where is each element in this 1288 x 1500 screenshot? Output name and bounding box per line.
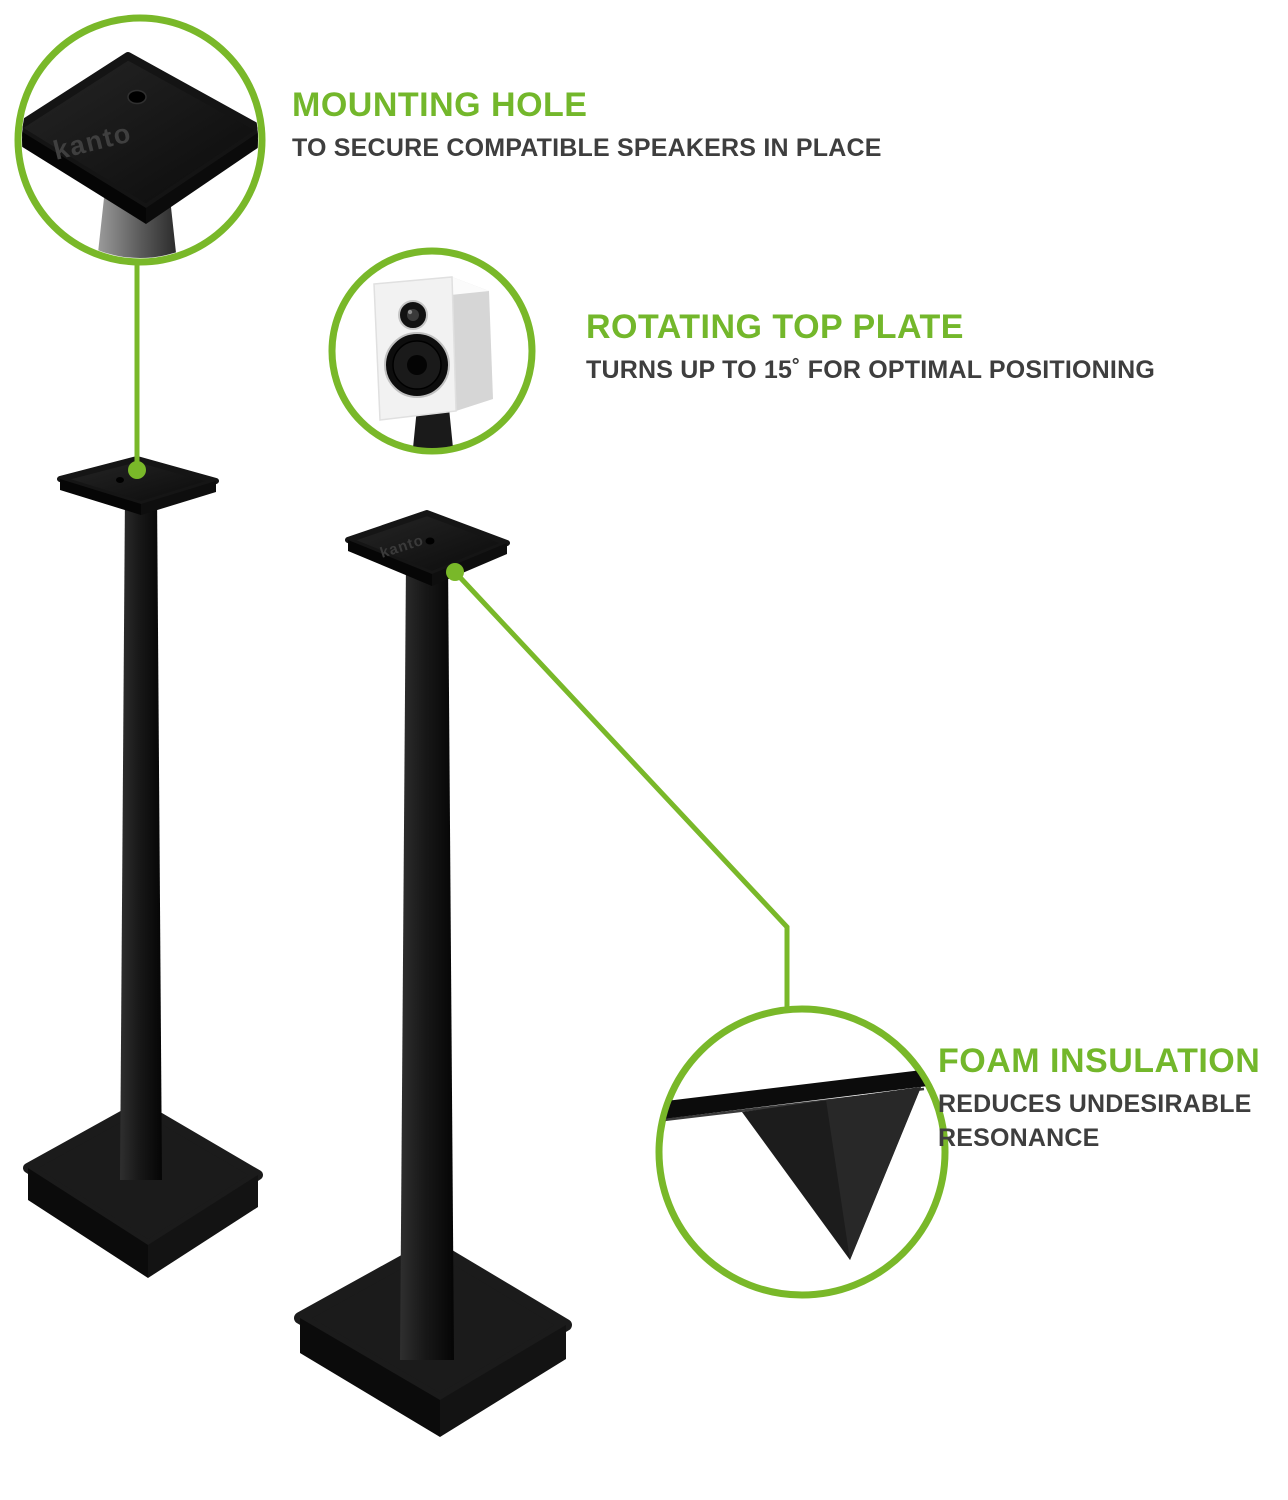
- speaker-side-panel: [452, 277, 493, 411]
- callout-subtitle-rotating-top-plate: TURNS UP TO 15˚ FOR OPTIMAL POSITIONING: [586, 356, 1155, 385]
- left-stand-top-plate-edge-left: [60, 479, 141, 515]
- speaker-woofer-dustcap: [407, 355, 427, 375]
- callout-circle-foam-insulation: [655, 1005, 949, 1299]
- leader-line-mounting-hole: [128, 265, 146, 479]
- detail-mounting-hole: [127, 89, 147, 105]
- foam-insulation-callout-dot: [446, 563, 464, 581]
- detail-plate-underside-bar: [662, 1070, 928, 1119]
- left-stand-mounting-hole: [116, 477, 124, 483]
- right-stand-base-front-left: [300, 1318, 440, 1437]
- left-stand-base-front-left: [28, 1168, 148, 1278]
- foam-insulation-circle-content: [662, 1070, 928, 1260]
- detail-stand-pole: [413, 408, 453, 448]
- callout-rotating-top-plate: ROTATING TOP PLATE TURNS UP TO 15˚ FOR O…: [586, 308, 1155, 388]
- right-stand-mounting-hole: [425, 537, 435, 545]
- foam-insulation-leader-segment: [453, 570, 790, 1010]
- detail-foam-wedge-face: [826, 1087, 921, 1260]
- mounting-hole-circle-content: kanto: [22, 52, 258, 258]
- left-stand-base-front-right: [148, 1175, 258, 1278]
- right-stand-base-front-right: [440, 1325, 566, 1437]
- detail-top-plate-edge-right: [146, 130, 258, 224]
- callout-circle-mounting-hole: kanto: [14, 14, 266, 266]
- right-stand-top-plate-edge-left: [348, 540, 432, 586]
- detail-top-plate-edge-left: [22, 128, 146, 224]
- callout-circle-rotating-top-plate: [328, 247, 536, 455]
- left-stand-column: [120, 492, 162, 1180]
- right-speaker-stand: kanto: [294, 510, 572, 1437]
- callout-foam-insulation: FOAM INSULATION REDUCES UNDESIRABLE RESO…: [938, 1042, 1288, 1155]
- speaker-tweeter-highlight: [407, 309, 413, 315]
- callout-title-foam-insulation: FOAM INSULATION: [938, 1042, 1261, 1080]
- right-stand-column: [400, 560, 454, 1360]
- callout-subtitle-mounting-hole: TO SECURE COMPATIBLE SPEAKERS IN PLACE: [292, 134, 882, 163]
- left-speaker-stand: [23, 456, 263, 1278]
- callout-title-mounting-hole: MOUNTING HOLE: [292, 86, 588, 124]
- callout-mounting-hole: MOUNTING HOLE TO SECURE COMPATIBLE SPEAK…: [292, 86, 882, 166]
- detail-top-plate-surface: [22, 52, 258, 212]
- rotating-top-plate-circle-content: [373, 276, 493, 448]
- callout-title-rotating-top-plate: ROTATING TOP PLATE: [586, 308, 964, 346]
- callout-subtitle-foam-insulation: REDUCES UNDESIRABLE RESONANCE: [938, 1090, 1252, 1152]
- mounting-hole-callout-dot: [128, 461, 146, 479]
- left-stand-top-plate-edge-right: [141, 481, 216, 515]
- leader-line-foam-insulation: [446, 563, 790, 1010]
